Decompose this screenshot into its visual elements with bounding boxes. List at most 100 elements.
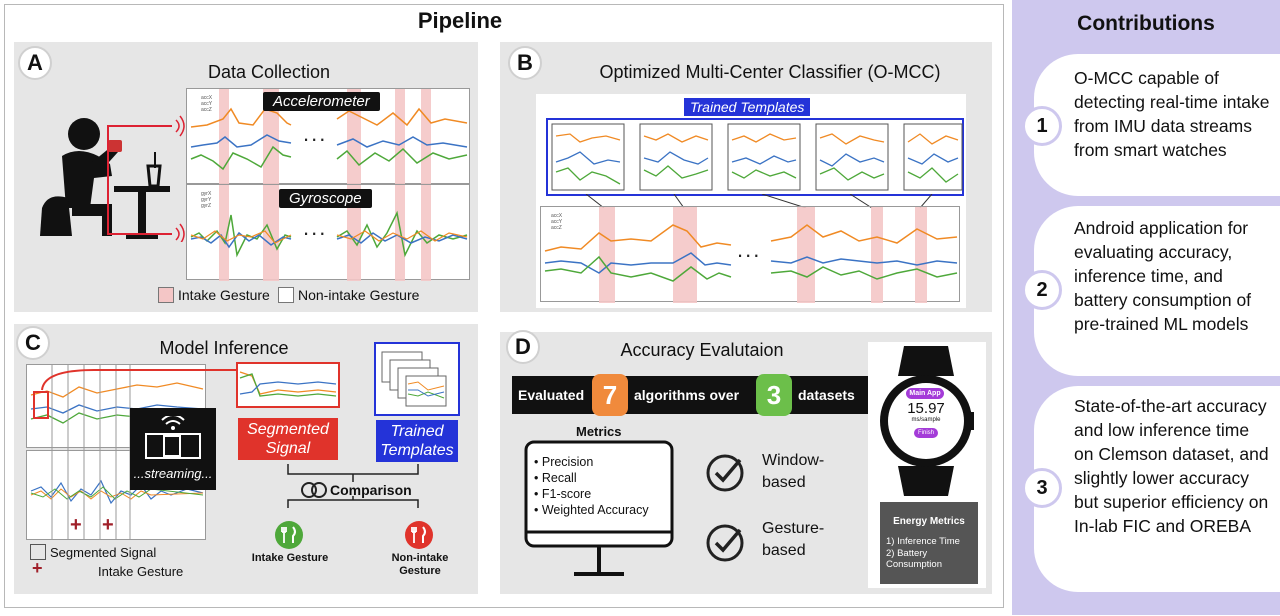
trained-templates-stack xyxy=(374,342,460,416)
gyroscope-waveform xyxy=(190,210,468,258)
panel-model-inference: C Model Inference + + . xyxy=(14,324,478,594)
template-connectors xyxy=(585,194,933,208)
omcc-canvas: Trained Templates xyxy=(536,94,966,308)
acc-axis-z: accZ xyxy=(201,107,212,113)
templates-label: Trained Templates xyxy=(684,98,811,116)
watch-unit: ms/sample xyxy=(911,417,941,423)
window-based-label: Window- based xyxy=(762,452,825,491)
accelerometer-label: Accelerometer xyxy=(263,92,380,111)
panel-accuracy-evaluation: D Accuracy Evalutaion Evaluated 7 algori… xyxy=(500,330,992,594)
algorithm-count-badge: 7 xyxy=(592,374,628,416)
legend-intake-marker: + xyxy=(32,558,43,578)
nonintake-gesture-label: Non-intake Gesture xyxy=(391,552,449,577)
omcc-signal-waveform xyxy=(544,224,958,282)
segment-highlight xyxy=(33,391,49,419)
metric-item: • Precision xyxy=(534,455,594,469)
contribution-number-3: 3 xyxy=(1022,468,1062,508)
intake-marker-1: + xyxy=(70,514,82,536)
comparison-tree xyxy=(287,464,419,508)
intake-marker-2: + xyxy=(102,514,114,536)
legend-intake-gesture-label: Intake Gesture xyxy=(98,564,184,579)
nonintake-utensils-icon xyxy=(405,521,433,549)
metric-recall: Recall xyxy=(541,471,577,485)
window-check-icon xyxy=(706,454,744,492)
template-thumbnails xyxy=(551,123,963,191)
banner-algorithms-over: algorithms over xyxy=(634,387,740,403)
b-axis-x: accX xyxy=(551,213,563,219)
contributions-title: Contributions xyxy=(1077,12,1215,35)
contribution-card-1: 1 O-MCC capable of detecting real-time i… xyxy=(1022,54,1280,196)
gesture-check-icon xyxy=(706,524,744,562)
segmented-signal-waveform xyxy=(239,371,337,397)
acc-axis-y: accY xyxy=(201,101,213,107)
contribution-card-3: 3 State-of-the-art accuracy and low infe… xyxy=(1022,386,1280,592)
contribution-card-2: 2 Android application for evaluating acc… xyxy=(1022,206,1280,376)
legend-nonintake-label: Non-intake Gesture xyxy=(298,287,420,303)
banner-datasets: datasets xyxy=(798,387,855,403)
templates-stack-icon xyxy=(381,351,447,407)
metric-f1: F1-score xyxy=(541,487,592,501)
metric-item: • Weighted Accuracy xyxy=(534,503,649,517)
segmented-signal-plot xyxy=(236,362,340,408)
energy-item-2: 2) Battery Consumption xyxy=(886,548,942,570)
metrics-title: Metrics xyxy=(576,424,622,439)
watch-card: Main App 15.97 ms/sample Finish Energy M… xyxy=(868,342,986,588)
intake-gesture-label: Intake Gesture xyxy=(251,552,329,564)
energy-metrics-box: Energy Metrics 1) Inference Time 2) Batt… xyxy=(880,502,978,584)
energy-metrics-title: Energy Metrics xyxy=(893,516,965,527)
metrics-list: • Precision • Recall • F1-score • Weight… xyxy=(534,454,649,518)
contribution-text-2: Android application for evaluating accur… xyxy=(1074,218,1252,334)
watch-app-label: Main App xyxy=(906,388,944,399)
watch-value: 15.97 xyxy=(907,400,945,417)
smartwatch-wrist-icon xyxy=(145,416,201,459)
metric-weighted-accuracy: Weighted Accuracy xyxy=(541,503,649,517)
dataset-count-badge: 3 xyxy=(756,374,792,416)
gyr-ellipsis: ... xyxy=(303,215,328,240)
accelerometer-waveform xyxy=(190,107,468,171)
panel-b-title: Optimized Multi-Center Classifier (O-MCC… xyxy=(599,62,941,82)
panel-data-collection: A Data Collection xyxy=(14,42,478,312)
evaluation-banner xyxy=(512,376,868,414)
pipeline-title: Pipeline xyxy=(417,8,503,33)
comparison-icon xyxy=(301,482,327,498)
b-axis-y: accY xyxy=(551,219,563,225)
b-ellipsis: ... xyxy=(737,237,762,262)
gyroscope-label: Gyroscope xyxy=(279,189,372,208)
monitor-icon xyxy=(524,440,674,576)
segmented-signal-label: Segmented Signal xyxy=(238,418,338,460)
sensor-connectors xyxy=(107,115,185,242)
metric-item: • Recall xyxy=(534,471,577,485)
smartwatch-icon xyxy=(880,346,974,496)
panel-omcc: B Optimized Multi-Center Classifier (O-M… xyxy=(500,42,992,312)
gyr-axis-y: gyrY xyxy=(201,197,212,203)
energy-item-1: 1) Inference Time xyxy=(886,536,960,547)
contribution-number-2: 2 xyxy=(1022,270,1062,310)
banner-evaluated: Evaluated xyxy=(518,387,585,403)
metric-item: • F1-score xyxy=(534,487,592,501)
omcc-signal-plot: accX accY accZ ... xyxy=(540,206,960,303)
panel-letter-d: D xyxy=(506,330,540,364)
metric-precision: Precision xyxy=(541,455,594,469)
panel-letter-c: C xyxy=(16,326,50,360)
panel-letter-a: A xyxy=(18,46,52,80)
gyroscope-plot: gyrX gyrY gyrZ Gyroscope ... xyxy=(186,184,470,281)
b-axis-z: accZ xyxy=(551,225,562,231)
panel-letter-b: B xyxy=(508,46,542,80)
acc-ellipsis: ... xyxy=(303,121,328,146)
legend-intake-swatch xyxy=(158,287,174,303)
inference-gyr-waveform xyxy=(30,479,204,505)
legend-intake-label: Intake Gesture xyxy=(178,287,270,303)
gesture-based-label: Gesture- based xyxy=(762,520,825,559)
streaming-watch-box: ...streaming... xyxy=(130,408,216,490)
comparison-label: Comparison xyxy=(330,482,412,498)
trained-templates-label: Trained Templates xyxy=(376,420,458,462)
intake-utensils-icon xyxy=(275,521,303,549)
segment-connector xyxy=(41,369,240,391)
legend-nonintake-swatch xyxy=(278,287,294,303)
legend-segmented-label: Segmented Signal xyxy=(50,545,157,560)
contribution-text-1: O-MCC capable of detecting real-time int… xyxy=(1074,68,1270,160)
panel-c-title: Model Inference xyxy=(159,338,289,358)
watch-finish-button[interactable]: Finish xyxy=(914,428,938,438)
legend-segmented-swatch xyxy=(30,544,46,560)
contribution-text-3: State-of-the-art accuracy and low infere… xyxy=(1074,396,1269,536)
